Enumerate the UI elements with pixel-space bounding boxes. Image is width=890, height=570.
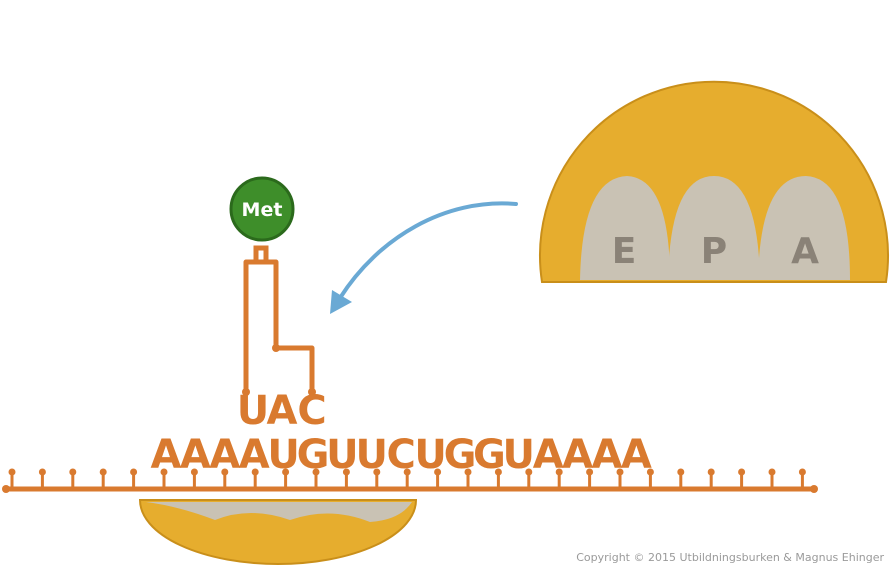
site-label-a: A [791,231,819,272]
amino-acid-met: Met [229,176,295,242]
mrna-tick-head [373,468,381,476]
mrna-tick-head [555,468,563,476]
anticodon-base: C [297,388,326,434]
mrna-base: U [267,432,299,478]
mrna-tick-head [190,468,198,476]
mrna-base: A [562,432,593,478]
mrna-tick-head [8,468,16,476]
mrna-base: A [209,432,240,478]
mrna-tick-head [738,468,746,476]
mrna-base: U [326,432,358,478]
site-label-e: E [612,231,637,272]
mrna-tick-head [646,468,654,476]
mrna-tick-head [434,468,442,476]
mrna-tick-head [586,468,594,476]
mrna-tick-head [798,468,806,476]
met-label: Met [242,199,283,221]
mrna-tick-head [707,468,715,476]
mrna-nucleotide-ticks [8,468,806,489]
movement-arrow [330,201,518,314]
mrna-base: G [444,432,477,478]
mrna-tick-head [130,468,138,476]
mrna-tick-head [768,468,776,476]
mrna-base: U [414,432,446,478]
mrna-base: A [180,432,211,478]
mrna-tick-head [99,468,107,476]
anticodon-base: U [237,388,269,434]
mrna-base: A [621,432,652,478]
mrna-tick-head [677,468,685,476]
site-label-p: P [701,231,727,272]
mrna-base: C [387,432,416,478]
mrna-base: G [473,432,506,478]
mrna-tick-head [525,468,533,476]
mrna-tick-head [69,468,77,476]
copyright-notice: Copyright © 2015 Utbildningsburken & Mag… [576,551,884,564]
mrna-base: U [356,432,388,478]
mrna-tick-head [160,468,168,476]
mrna-tick-head [221,468,229,476]
site-a-pocket [758,176,850,280]
mrna-tick-head [251,468,259,476]
ribosome-small-subunit [138,499,418,565]
mrna-tick-head [494,468,502,476]
mrna-base: U [503,432,535,478]
mrna-base: A [151,432,182,478]
mrna-tick-head [464,468,472,476]
mrna-tick-head [403,468,411,476]
mrna-tick-head [38,468,46,476]
ribosome-large-subunit: E P A [539,80,889,283]
anticodon-base: A [267,388,298,434]
mrna-tick-head [616,468,624,476]
mrna-tick-head [312,468,320,476]
mrna-base: G [297,432,330,478]
mrna-tick-head [342,468,350,476]
mrna-base: A [239,432,270,478]
mrna-tick-head [282,468,290,476]
mrna-base: A [592,432,623,478]
site-e-pocket [580,176,670,280]
site-p-pocket [668,176,760,280]
mrna-base: A [533,432,564,478]
